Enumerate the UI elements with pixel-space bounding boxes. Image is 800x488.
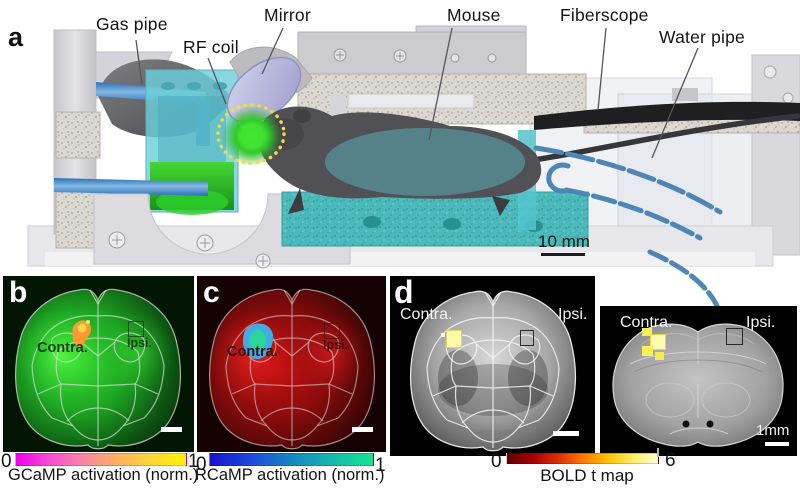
- ipsi-roi-outline: [128, 321, 144, 337]
- rcamp-cbar-label: RCaMP activation (norm.): [195, 466, 385, 484]
- ipsi-roi-outline: [520, 330, 534, 346]
- ipsi-label: Ipsi.: [127, 336, 153, 350]
- bold-cbar-min: 0: [491, 451, 502, 472]
- callout-mouse: Mouse: [447, 5, 501, 25]
- callout-gas-pipe: Gas pipe: [96, 14, 168, 34]
- callout-mirror: Mirror: [264, 5, 311, 25]
- fiberscope-graphic: [534, 101, 800, 130]
- rcamp-colorbar: [209, 453, 374, 466]
- scale-bar: [553, 431, 579, 436]
- contra-label: Contra.: [620, 314, 673, 331]
- apparatus-drawing: [27, 25, 800, 311]
- ipsi-roi-outline: [324, 323, 340, 339]
- right-end-block: [751, 54, 800, 256]
- dotted-circle: [216, 103, 286, 165]
- mouse-illustration: [258, 106, 800, 216]
- screw-icon: [333, 48, 497, 63]
- ipsi-label: Ipsi.: [558, 306, 588, 323]
- bold-cbar-end-tick: [657, 448, 659, 457]
- scale-label-10mm: 10 mm: [538, 232, 590, 251]
- panel-d-bold-coronal: Contra. Ipsi. 1mm: [600, 306, 797, 456]
- callout-water-pipe: Water pipe: [659, 27, 745, 47]
- contra-label: Contra.: [227, 344, 278, 360]
- screw-icon: [108, 231, 271, 269]
- panel-b-gcamp-map: b Contra. Ipsi.: [3, 276, 194, 452]
- scale-bar: [161, 427, 182, 432]
- panel-c-letter: c: [203, 276, 220, 309]
- bold-hotspot: [642, 328, 652, 336]
- scale-bar: [765, 442, 789, 446]
- bold-hotspot: [642, 346, 653, 356]
- callout-rf-coil: RF coil: [183, 37, 239, 57]
- contra-label: Contra.: [37, 340, 88, 356]
- gcamp-cbar-label: GCaMP activation (norm.): [8, 466, 199, 484]
- gcamp-colorbar: [15, 453, 187, 466]
- gcamp-cbar-max: 1: [188, 451, 199, 472]
- panel-a-apparatus: a Gas pipe RF coil Mirror Mouse Fibersco…: [8, 5, 800, 311]
- bold-hotspot: [446, 330, 462, 348]
- bold-cbar-max: 6: [665, 450, 676, 471]
- granite-block: [55, 111, 101, 159]
- panel-d-bold-axial: d Contra. Ipsi.: [390, 276, 595, 456]
- ipsi-label: Ipsi.: [746, 314, 776, 331]
- bold-hotspot: [650, 334, 666, 350]
- panel-c-rcamp-map: c Contra. Ipsi.: [197, 276, 386, 452]
- scale-bar-10mm: [541, 253, 585, 256]
- contra-label: Contra.: [400, 306, 453, 323]
- ipsi-roi-outline: [726, 328, 743, 345]
- scale-bar: [352, 427, 373, 432]
- bold-hotspot: [655, 352, 664, 360]
- rcamp-cbar-min: 0: [196, 454, 207, 475]
- water-pipe-graphic: [533, 145, 723, 311]
- panel-d-letter: d: [394, 276, 414, 310]
- callout-fiberscope: Fiberscope: [560, 5, 649, 25]
- gcamp-hotspot: [72, 320, 92, 348]
- bold-hotspot: [441, 333, 445, 337]
- gcamp-cbar-min: 0: [1, 451, 12, 472]
- ipsi-label: Ipsi.: [323, 338, 349, 352]
- scale-label-1mm: 1mm: [756, 422, 790, 439]
- bold-colorbar: [506, 453, 659, 464]
- rcamp-hotspot: [242, 323, 273, 359]
- panel-a-letter: a: [8, 22, 24, 52]
- callout-leader-lines: [135, 27, 699, 159]
- bold-cbar-label: BOLD t map: [540, 466, 634, 485]
- panel-b-letter: b: [9, 276, 28, 309]
- rcamp-cbar-max: 1: [375, 455, 386, 476]
- granite-block: [55, 191, 101, 249]
